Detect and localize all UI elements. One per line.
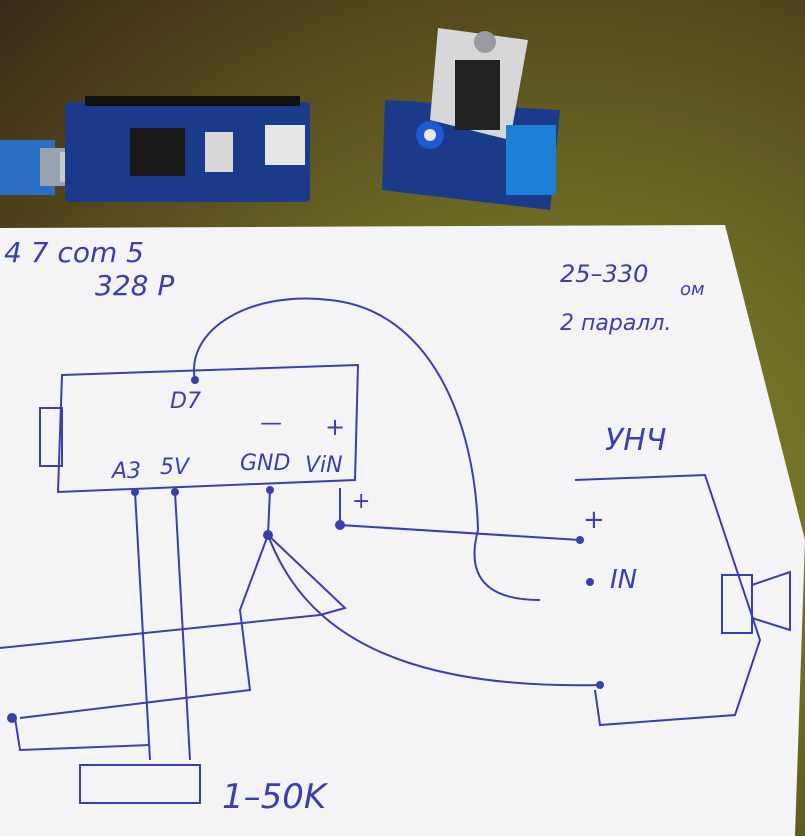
label-minus: — [260, 411, 282, 436]
gnd-junction-dot [263, 530, 273, 540]
label-vin: ViN [305, 453, 343, 478]
label-amp-in: IN [610, 565, 637, 595]
amp-plus-dot [576, 536, 584, 544]
amp-in-dot [586, 578, 594, 586]
label-top-left: 4 7 com 5 [4, 236, 144, 269]
paper-sheet [0, 225, 805, 836]
schematic-drawing [0, 297, 791, 804]
label-d7: D7 [170, 389, 201, 414]
arduino-nano-board [65, 96, 310, 202]
label-5v: 5V [160, 455, 191, 480]
label-resistance: 25–330 [560, 260, 648, 288]
label-plus-top: + [325, 413, 345, 441]
label-chip: 328 P [95, 269, 174, 302]
label-amplifier: УНЧ [605, 423, 666, 458]
amplifier-module [382, 28, 560, 210]
label-pot: 1–50K [222, 777, 329, 817]
label-plus-wire: + [352, 489, 370, 514]
label-resistance-unit: ом [680, 279, 705, 300]
d7-pin-dot [191, 376, 199, 384]
5v-pin-dot [171, 488, 179, 496]
vin-junction-dot [335, 520, 345, 530]
amp-gnd-dot [596, 681, 604, 689]
label-amp-plus: + [583, 505, 605, 535]
a3-pin-dot [131, 488, 139, 496]
label-gnd: GND [240, 451, 290, 476]
left-junction-dot [7, 713, 17, 723]
label-parallel: 2 паралл. [560, 311, 671, 336]
gnd-pin-dot [266, 486, 274, 494]
label-a3: A3 [110, 459, 141, 484]
